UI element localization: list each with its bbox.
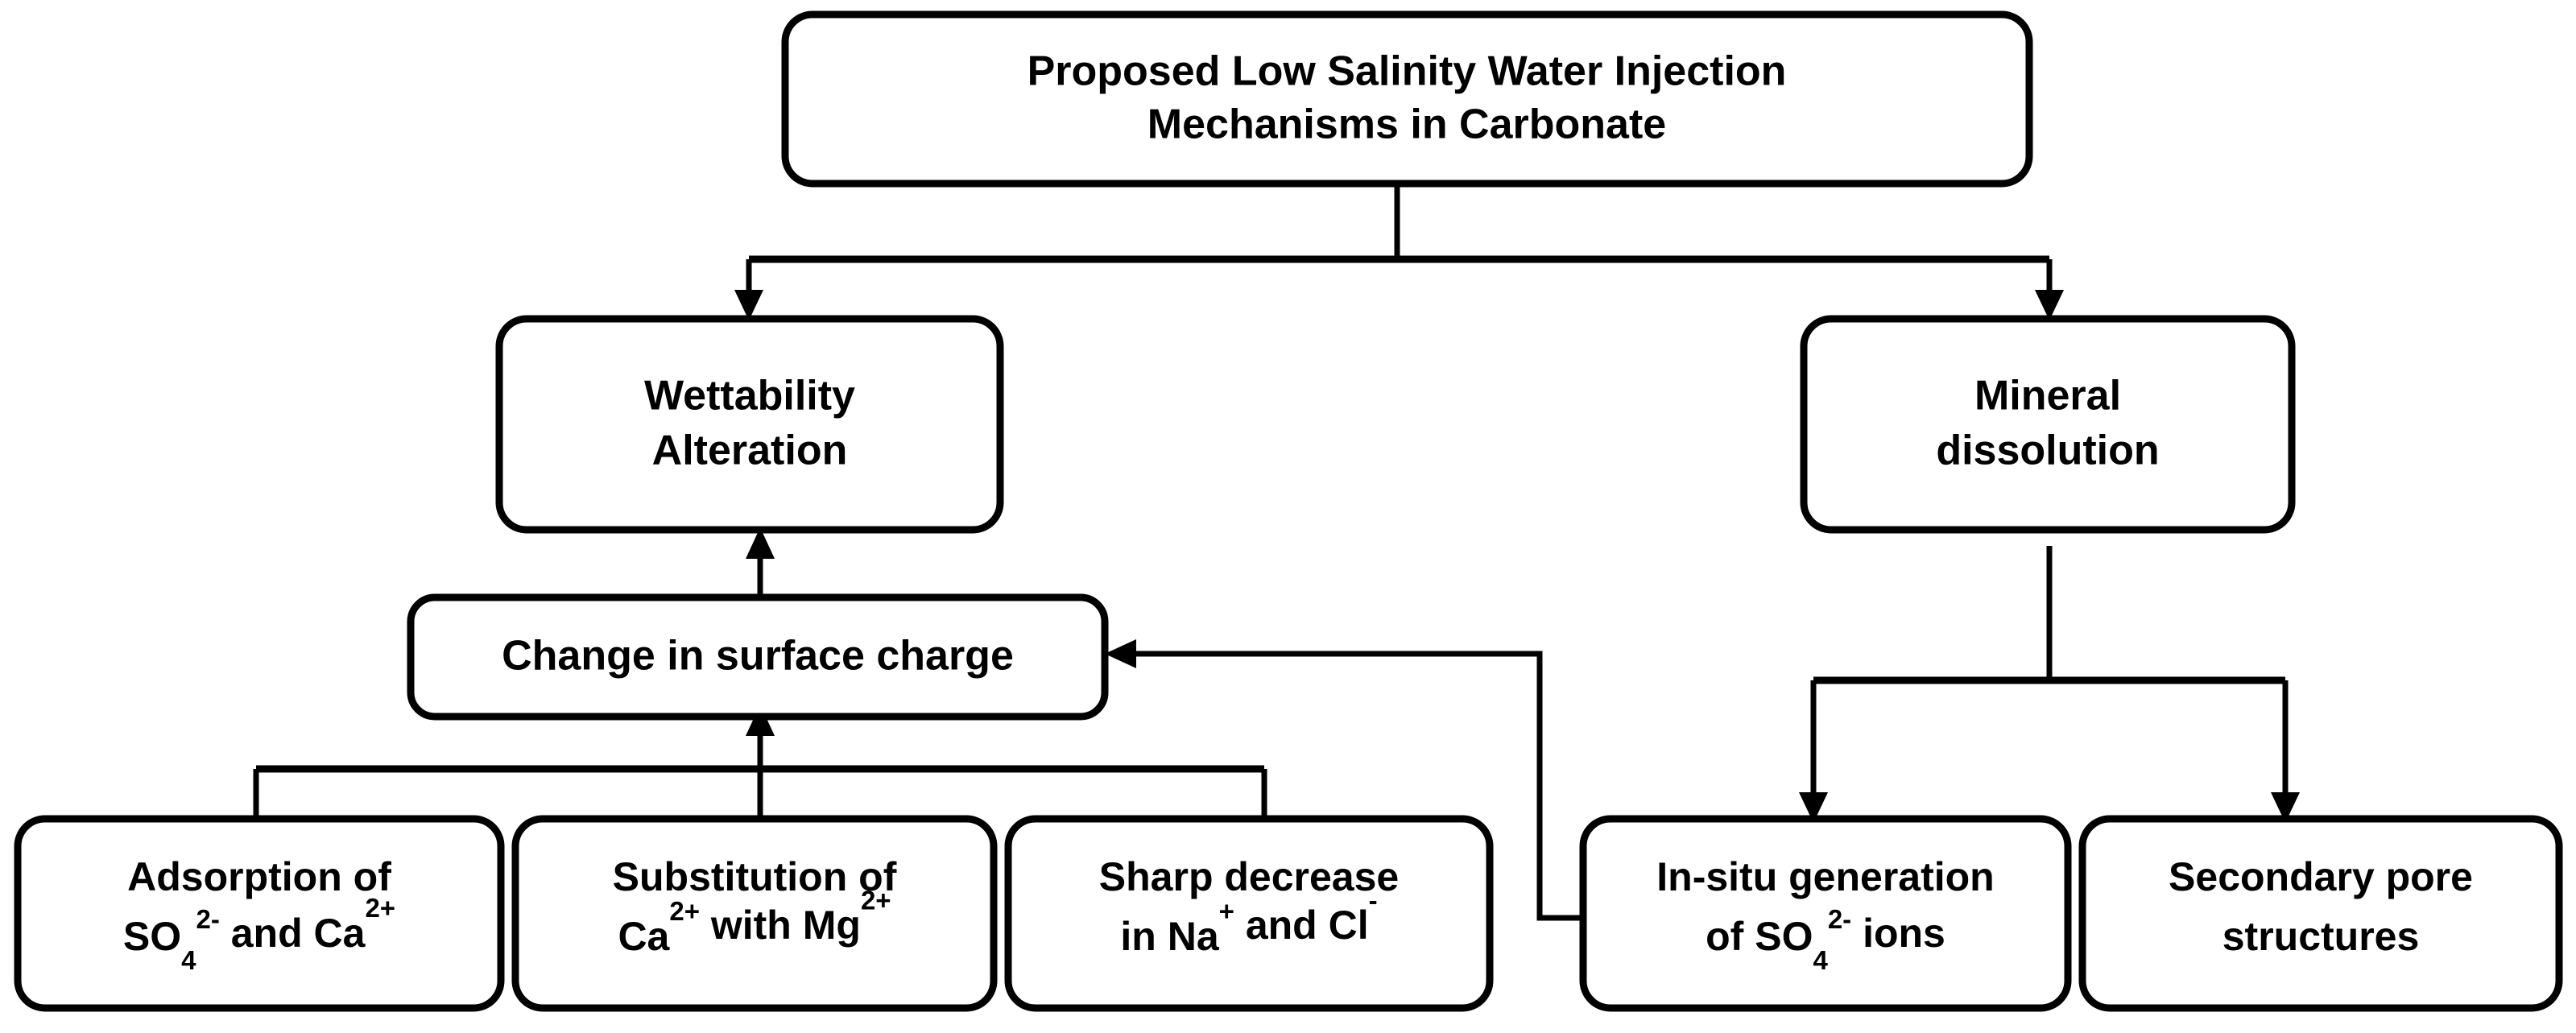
node-sharpdecrease-shape[interactable] — [1004, 815, 1494, 1012]
arrowhead-surfacecharge-right — [1105, 639, 1136, 668]
node-root-shape[interactable] — [781, 10, 2033, 188]
edge-insitu-surfacecharge — [1126, 651, 1585, 921]
node-wettability-shape[interactable] — [495, 315, 1004, 534]
node-insitu-line2: of SO42- ions — [1706, 904, 1945, 975]
arrowhead-secondarypore — [2271, 792, 2300, 823]
node-sharpdecrease-line2: in Na+ and Cl- — [1120, 885, 1377, 959]
connector-layer — [253, 184, 2300, 921]
node-wettability-line2: Alteration — [652, 428, 848, 474]
node-root-line2: Mechanisms in Carbonate — [1147, 101, 1666, 148]
node-mineral-line1: Mineral — [1974, 373, 2121, 419]
node-wettability-line1: Wettability — [644, 373, 855, 419]
node-secondarypore-line1: Secondary pore — [2169, 854, 2473, 899]
node-adsorption-line2: SO42- and Ca2+ — [123, 893, 395, 975]
node-sharpdecrease-line1: Sharp decrease — [1099, 854, 1399, 899]
node-insitu-generation[interactable]: In-situ generation of SO42- ions — [1579, 815, 2072, 1012]
node-mineral-shape[interactable] — [1800, 315, 2296, 534]
node-substitution[interactable]: Substitution of Ca2+ with Mg2+ — [511, 815, 998, 1012]
node-surfacecharge-shape[interactable] — [407, 593, 1109, 721]
node-wettability-alteration[interactable]: Wettability Alteration — [495, 315, 1004, 534]
arrowhead-wettability — [734, 290, 763, 320]
node-change-in-surface-charge[interactable]: Change in surface charge — [407, 593, 1109, 721]
node-adsorption-shape[interactable] — [14, 815, 505, 1012]
node-secondarypore-line2: structures — [2222, 914, 2420, 959]
node-substitution-line1: Substitution of — [613, 854, 897, 899]
arrowhead-insitu — [1799, 792, 1828, 823]
node-substitution-shape[interactable] — [511, 815, 998, 1012]
node-secondarypore-shape[interactable] — [2078, 815, 2563, 1012]
node-mineral-dissolution[interactable]: Mineral dissolution — [1800, 315, 2296, 534]
arrowhead-wettability-bottom — [746, 527, 775, 559]
node-root-line1: Proposed Low Salinity Water Injection — [1028, 48, 1787, 95]
node-insitu-line1: In-situ generation — [1656, 854, 1994, 899]
node-adsorption[interactable]: Adsorption of SO42- and Ca2+ — [14, 815, 505, 1012]
arrowhead-mineral — [2035, 290, 2064, 320]
node-adsorption-line1: Adsorption of — [127, 854, 391, 899]
node-secondary-pore-structures[interactable]: Secondary pore structures — [2078, 815, 2563, 1012]
node-mineral-line2: dissolution — [1936, 428, 2159, 474]
node-insitu-shape[interactable] — [1579, 815, 2072, 1012]
node-substitution-line2: Ca2+ with Mg2+ — [618, 885, 891, 959]
node-root[interactable]: Proposed Low Salinity Water Injection Me… — [781, 10, 2033, 188]
node-surfacecharge-label: Change in surface charge — [502, 633, 1014, 680]
node-sharp-decrease[interactable]: Sharp decrease in Na+ and Cl- — [1004, 815, 1494, 1012]
